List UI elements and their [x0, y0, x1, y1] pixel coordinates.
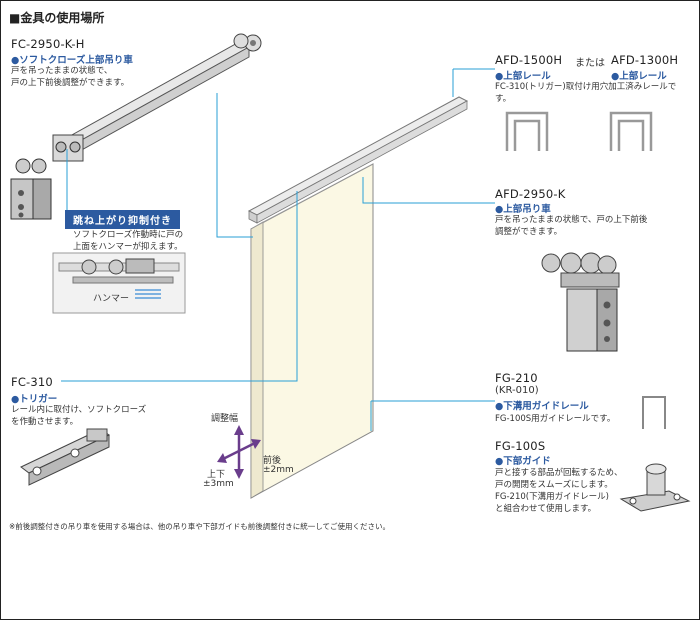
fc310-trigger-illustration [20, 428, 110, 486]
fc310-desc1: レール内に取付け、ソフトクローズ [11, 405, 147, 415]
fg100-guide-illustration [619, 463, 691, 512]
leader-lines [61, 68, 495, 431]
fg100-desc4: と組合わせて使用します。 [495, 504, 597, 514]
afd1500-sub: ●上部レール [495, 71, 551, 82]
fc2950-desc2: 戸の上下前後調整ができます。 [11, 78, 130, 88]
afd1500-desc: FC-310(トリガー)取付け用穴加工済みレールです。 [495, 82, 677, 104]
afd-or: または [575, 58, 605, 69]
hane-desc1: ソフトクローズ作動時に戸の [73, 230, 184, 240]
fg100-desc2: 戸の開閉をスムーズにします。 [495, 480, 613, 490]
afd2950-model: AFD-2950-K [495, 187, 566, 201]
fg210-model: FG-210 [495, 371, 538, 385]
afd1300-model: AFD-1300H [611, 53, 679, 67]
footnote: ※前後調整付きの吊り車を使用する場合は、他の吊り車や下部ガイドも前後調整付きに統… [9, 522, 391, 531]
fg210-profile [642, 396, 666, 429]
afd2950-hanger-illustration [541, 252, 620, 352]
fc310-model: FC-310 [11, 375, 53, 389]
fg210-alt: (KR-010) [495, 385, 539, 396]
page-title: ■金具の使用場所 [9, 11, 105, 25]
hammer-inset [52, 252, 186, 314]
afd2950-desc1: 戸を吊ったままの状態で、戸の上下前後 [495, 215, 648, 225]
adjust-fb1: 前後 [263, 456, 282, 466]
fc2950-model: FC-2950-K-H [11, 37, 85, 51]
door-panel [250, 163, 374, 499]
afd1300-sub: ●上部レール [611, 71, 667, 82]
fg100-desc3: FG-210(下溝用ガイドレール) [495, 492, 609, 502]
fc310-sub: ●トリガー [11, 394, 58, 405]
adjust-arrows [217, 425, 261, 479]
fc2950-hanger-illustration [10, 33, 262, 220]
hammer-label: ハンマー [93, 294, 130, 304]
adjust-ud2: ±3mm [203, 479, 234, 489]
hane-desc2: 上面をハンマーが抑えます。 [73, 242, 183, 252]
afd1500-model: AFD-1500H [495, 53, 563, 67]
adjust-ud1: 上下 [207, 470, 226, 480]
fg100-model: FG-100S [495, 439, 546, 453]
fc2950-sub: ●ソフトクローズ上部吊り車 [11, 55, 133, 66]
fg210-desc: FG-100S用ガイドレールです。 [495, 414, 616, 424]
hane-badge: 跳ね上がり抑制付き [65, 210, 180, 229]
afd1500-rail-profile [505, 111, 549, 151]
fg100-desc1: 戸と接する部品が回転するため、 [495, 468, 623, 478]
fc2950-desc1: 戸を吊ったままの状態で、 [11, 66, 113, 76]
afd2950-desc2: 調整ができます。 [495, 227, 563, 237]
fg100-sub: ●下部ガイド [495, 456, 551, 467]
adjust-label: 調整幅 [211, 414, 239, 424]
fc310-desc2: を作動させます。 [11, 417, 79, 427]
adjust-fb2: ±2mm [263, 465, 294, 475]
afd1300-rail-profile [609, 111, 653, 151]
fg210-sub: ●下溝用ガイドレール [495, 401, 589, 412]
afd2950-sub: ●上部吊り車 [495, 204, 551, 215]
upper-rail [247, 96, 469, 224]
